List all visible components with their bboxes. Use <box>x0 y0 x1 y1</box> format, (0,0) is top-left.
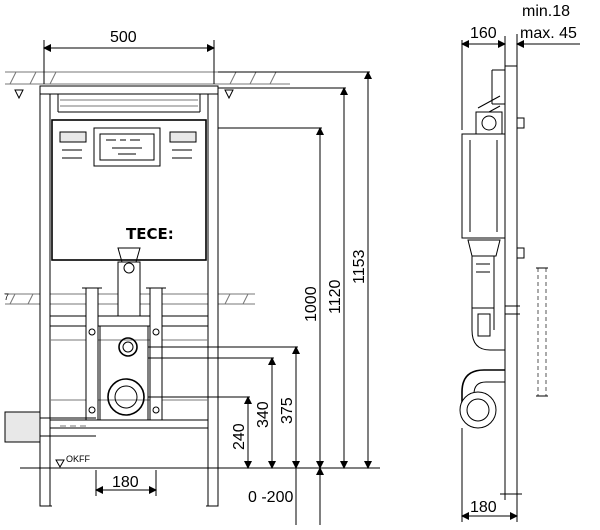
cross-rail <box>49 315 209 327</box>
height-dim-240: 240 <box>231 423 248 450</box>
wall-thickness-max: max. 45 <box>520 25 577 42</box>
height-dim-1120: 1120 <box>327 279 344 314</box>
width-dimension: 500 <box>110 29 137 46</box>
svg-text:7: 7 <box>4 292 9 302</box>
top-rail <box>39 85 219 95</box>
water-inlet <box>118 337 138 357</box>
height-dim-375: 375 <box>279 397 296 424</box>
floor-adjust-dimension: 0 -200 <box>248 489 293 506</box>
waste-outlet-side <box>459 391 497 429</box>
left-upright <box>39 85 51 507</box>
height-dim-340: 340 <box>255 401 272 428</box>
height-dim-1000: 1000 <box>303 286 320 322</box>
bottom-rail <box>49 419 209 429</box>
side-cistern <box>461 133 506 239</box>
brand-logo: TECE: <box>126 225 174 243</box>
side-view: 160 min.18 max. 45 180 <box>459 3 580 522</box>
side-flush-pipe <box>471 255 495 309</box>
right-upright <box>207 85 219 507</box>
waste-outlet <box>107 378 145 416</box>
waste-elbow <box>461 369 505 408</box>
front-view: 7 TECE: <box>4 29 380 525</box>
bottom-width-dimension: 180 <box>112 474 139 491</box>
left-bracket <box>85 287 99 421</box>
side-bottom-depth-dimension: 180 <box>470 499 497 516</box>
waste-pipe-left <box>4 411 41 443</box>
wall-thickness-min: min.18 <box>522 3 570 20</box>
floor-label: OKFF <box>66 454 91 464</box>
wall-profile <box>504 65 518 495</box>
right-bracket <box>149 287 163 421</box>
height-dim-1153: 1153 <box>351 249 368 284</box>
flush-pipe <box>117 261 141 323</box>
cistern-body <box>51 119 207 261</box>
side-depth-dimension: 160 <box>470 25 497 42</box>
